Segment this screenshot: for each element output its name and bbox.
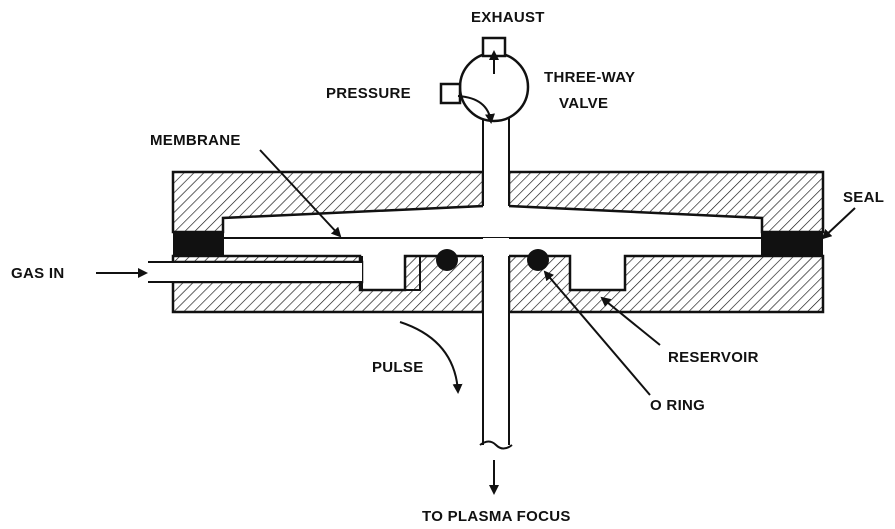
center-tube-upper	[483, 118, 509, 218]
membrane-leader	[259, 149, 342, 238]
center-tube-lower	[483, 238, 509, 448]
seal-right	[762, 232, 823, 256]
pressure-port	[439, 82, 462, 105]
pressure-flow-arrow	[457, 95, 495, 124]
pulse-arrow	[399, 321, 463, 394]
label-three-way: THREE-WAY	[544, 69, 635, 86]
label-gas-in: GAS IN	[11, 265, 64, 282]
upper-housing-right	[507, 170, 825, 234]
label-o-ring: O RING	[650, 397, 705, 414]
reservoir-leader	[600, 296, 661, 346]
label-reservoir: RESERVOIR	[668, 349, 759, 366]
reservoir-right	[569, 256, 626, 291]
label-pulse: PULSE	[372, 359, 424, 376]
tube-break	[479, 440, 513, 450]
seal-left	[173, 232, 223, 256]
seal-leader	[821, 207, 856, 240]
o-ring-right	[527, 249, 549, 271]
label-membrane: MEMBRANE	[150, 132, 241, 149]
label-pressure: PRESSURE	[326, 85, 411, 102]
label-exhaust: EXHAUST	[471, 9, 545, 26]
o-ring-leader	[543, 270, 651, 396]
label-seal: SEAL	[843, 189, 884, 206]
label-to-plasma-focus: TO PLASMA FOCUS	[422, 508, 571, 525]
o-ring-left	[436, 249, 458, 271]
gas-inlet-channel	[148, 262, 362, 282]
label-valve: VALVE	[559, 95, 608, 112]
